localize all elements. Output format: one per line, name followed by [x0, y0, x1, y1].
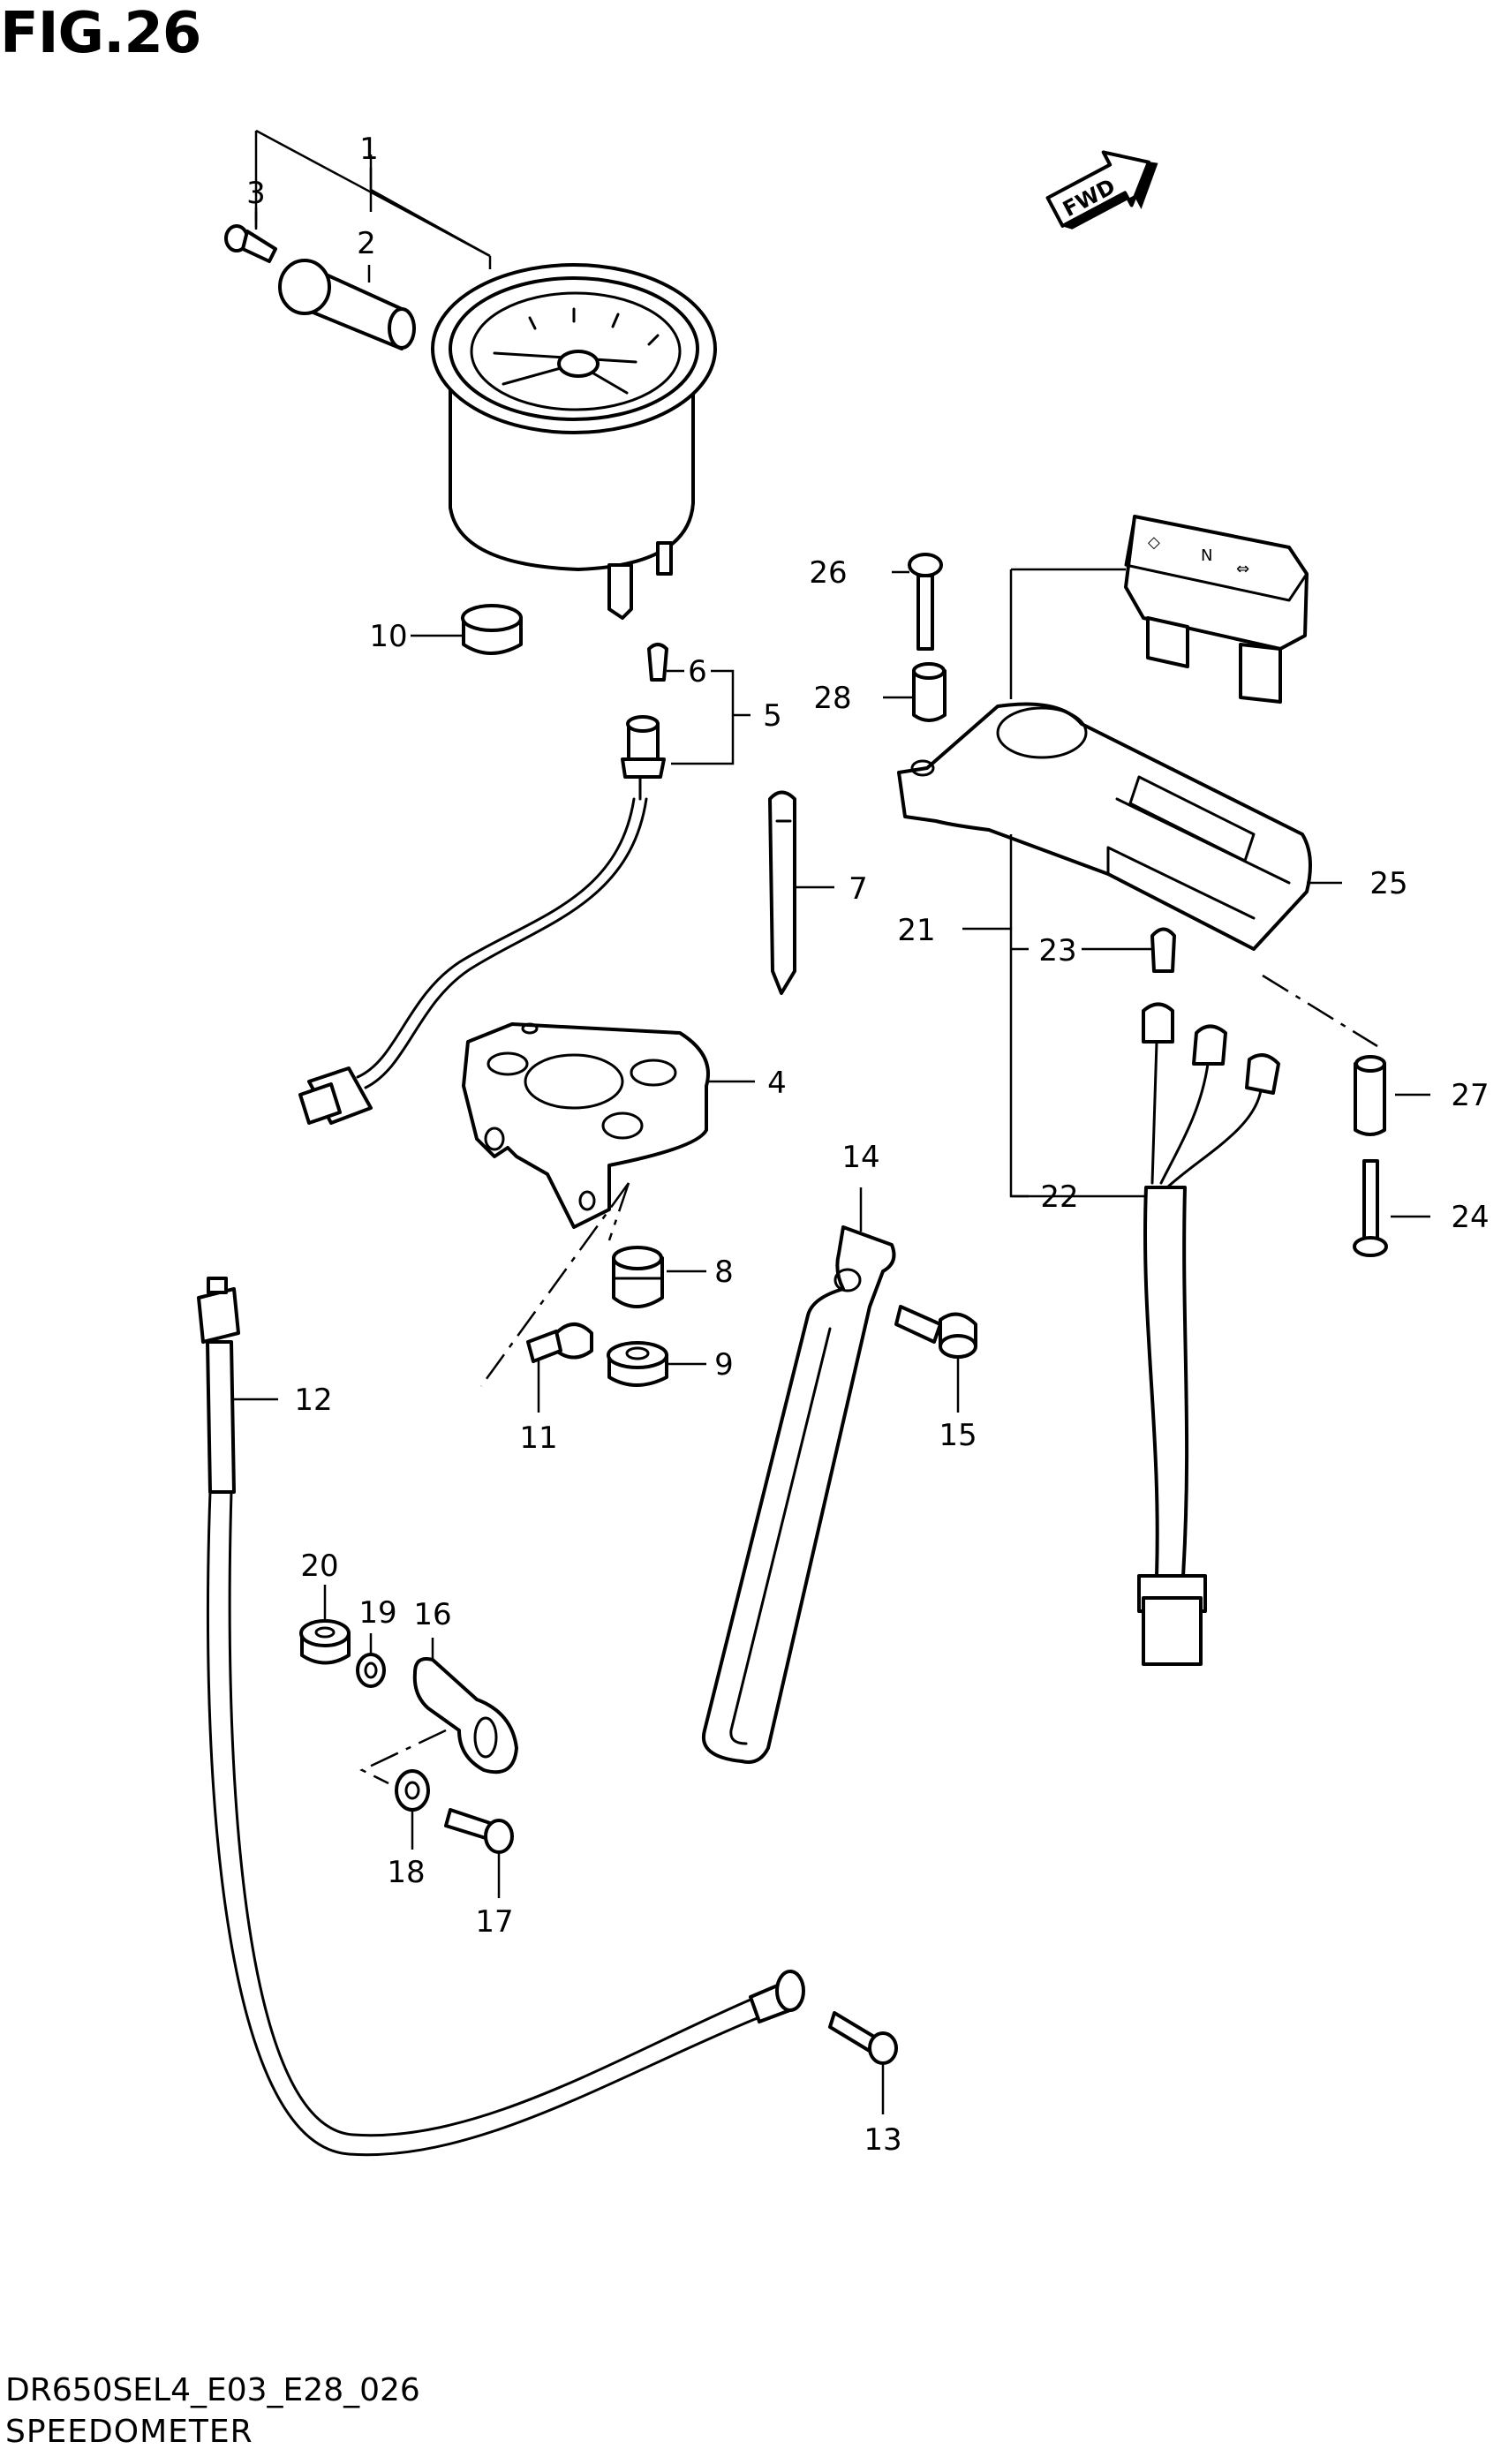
callout-12: 12 [294, 1383, 332, 1418]
indicator-socket-harness [1137, 1002, 1280, 1666]
callout-11: 11 [519, 1420, 557, 1456]
callout-5: 5 [763, 698, 782, 734]
indicator-lamp-cover: ◇ N ⇔ [1124, 515, 1309, 704]
washer-19 [356, 1653, 386, 1688]
callout-28: 28 [813, 681, 851, 716]
alignment-line-bracket-lower [607, 1182, 630, 1241]
nut-20 [299, 1619, 351, 1665]
callout-9: 9 [714, 1347, 734, 1383]
callout-23: 23 [1038, 933, 1076, 968]
bracket-bolt [526, 1322, 593, 1363]
speedometer-assembly [431, 263, 717, 620]
leader-lines [234, 129, 1430, 2114]
bulb-socket-harness [298, 643, 668, 1125]
callout-6: 6 [688, 654, 707, 689]
callout-22: 22 [1040, 1179, 1078, 1215]
clamp-screw [444, 1808, 514, 1854]
svg-text:N: N [1201, 546, 1212, 565]
cable-guide-bracket [701, 1225, 896, 1764]
meter-bracket [462, 1022, 710, 1229]
callout-2: 2 [357, 226, 376, 261]
fwd-arrow-badge: FWD [1045, 150, 1158, 230]
rubber-cap [461, 604, 523, 655]
callout-1: 1 [359, 132, 379, 167]
callout-20: 20 [300, 1548, 338, 1584]
housing-screw [1353, 1159, 1388, 1257]
callout-16: 16 [413, 1597, 451, 1632]
cable-screw [828, 2011, 898, 2065]
alignment-line-bracket [479, 1182, 630, 1387]
speedometer-cable [197, 1277, 805, 2157]
washer-18 [395, 1769, 430, 1812]
alignment-line-housing [1262, 974, 1378, 1048]
figure-name: SPEEDOMETER [5, 2414, 253, 2450]
callout-10: 10 [369, 619, 407, 654]
grommet [612, 1246, 664, 1308]
speedometer-cable-knob [278, 259, 416, 350]
callout-27: 27 [1451, 1078, 1489, 1113]
cable-clamp [412, 1657, 518, 1775]
spacer-27 [1354, 1055, 1386, 1136]
indicator-screw [908, 553, 943, 651]
svg-text:◇: ◇ [1148, 533, 1160, 552]
cable-tie [768, 790, 796, 995]
callout-18: 18 [387, 1855, 425, 1890]
flange-nut [607, 1341, 668, 1387]
callout-14: 14 [841, 1140, 879, 1175]
callout-25: 25 [1369, 866, 1407, 901]
model-code: DR650SEL4_E03_E28_026 [5, 2372, 420, 2408]
svg-text:⇔: ⇔ [1236, 560, 1249, 578]
callout-7: 7 [849, 871, 868, 907]
indicator-housing [897, 702, 1312, 951]
small-screw [224, 224, 277, 263]
callout-19: 19 [358, 1595, 396, 1631]
callout-3: 3 [246, 176, 266, 211]
callout-21: 21 [897, 913, 935, 948]
callout-15: 15 [939, 1418, 977, 1453]
figure-title: FIG.26 [0, 1, 201, 66]
indicator-bulb [1150, 927, 1176, 973]
guide-bolt [894, 1305, 977, 1359]
callout-4: 4 [767, 1066, 787, 1101]
callout-26: 26 [809, 555, 847, 591]
callout-17: 17 [475, 1904, 513, 1940]
callout-8: 8 [714, 1255, 734, 1290]
alignment-line-clamp [359, 1729, 447, 1785]
callout-13: 13 [864, 2122, 901, 2158]
callout-24: 24 [1451, 1200, 1489, 1235]
spacer-28 [912, 662, 947, 722]
